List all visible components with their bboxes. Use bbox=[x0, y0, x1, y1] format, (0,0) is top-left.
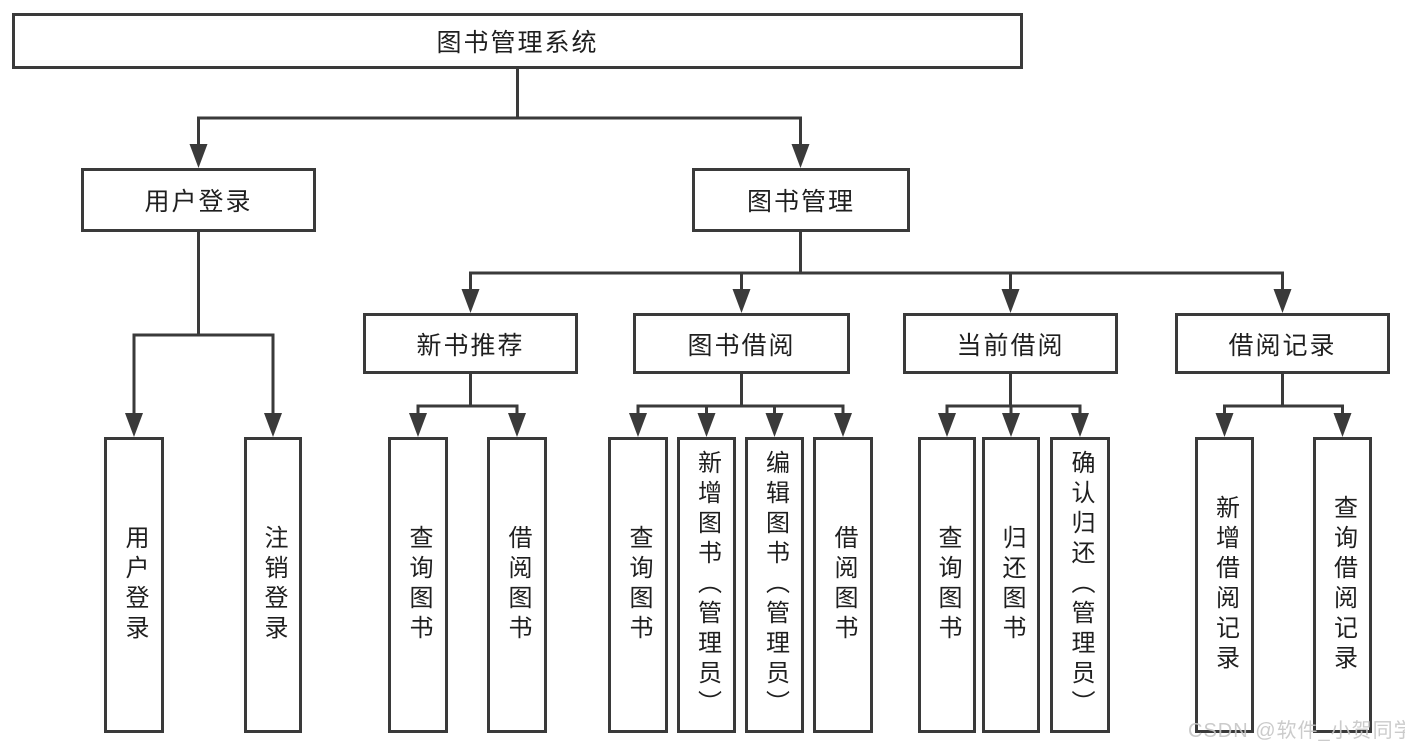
leaf-borrow-books-recommend-label: 借阅图书 bbox=[504, 525, 531, 645]
leaf-add-borrow-record: 新增借阅记录 bbox=[1195, 437, 1254, 733]
leaf-return-books: 归还图书 bbox=[982, 437, 1040, 733]
node-current-borrow-label: 当前借阅 bbox=[956, 331, 1065, 360]
node-new-book-recommend: 新书推荐 bbox=[363, 313, 578, 374]
leaf-logout-label: 注销登录 bbox=[260, 525, 287, 645]
leaf-query-books-recommend: 查询图书 bbox=[388, 437, 448, 733]
leaf-borrow-books-label: 借阅图书 bbox=[830, 525, 857, 645]
leaf-user-login: 用户登录 bbox=[104, 437, 164, 733]
node-borrow-records: 借阅记录 bbox=[1175, 313, 1390, 374]
leaf-confirm-return-admin-label: 确认归还（管理员） bbox=[1067, 450, 1094, 720]
leaf-edit-books-admin: 编辑图书（管理员） bbox=[745, 437, 804, 733]
leaf-query-books-recommend-label: 查询图书 bbox=[405, 525, 432, 645]
node-book-borrow-label: 图书借阅 bbox=[687, 331, 796, 360]
node-library-system: 图书管理系统 bbox=[12, 13, 1023, 69]
leaf-query-borrow-record-label: 查询借阅记录 bbox=[1329, 495, 1357, 675]
leaf-add-borrow-record-label: 新增借阅记录 bbox=[1211, 495, 1239, 675]
leaf-return-books-label: 归还图书 bbox=[998, 525, 1025, 645]
node-library-system-label: 图书管理系统 bbox=[436, 29, 599, 57]
leaf-logout: 注销登录 bbox=[244, 437, 302, 733]
node-book-management: 图书管理 bbox=[692, 168, 910, 232]
leaf-add-books-admin: 新增图书（管理员） bbox=[677, 437, 736, 733]
node-book-borrow: 图书借阅 bbox=[633, 313, 850, 374]
node-current-borrow: 当前借阅 bbox=[903, 313, 1118, 374]
node-user-login-label: 用户登录 bbox=[144, 188, 253, 216]
leaf-query-books-borrow-label: 查询图书 bbox=[625, 525, 652, 645]
leaf-add-books-admin-label: 新增图书（管理员） bbox=[693, 450, 721, 720]
leaf-confirm-return-admin: 确认归还（管理员） bbox=[1050, 437, 1110, 733]
csdn-watermark: CSDN @软件_小贺同学 bbox=[1188, 720, 1405, 742]
node-new-book-recommend-label: 新书推荐 bbox=[416, 331, 525, 360]
leaf-edit-books-admin-label: 编辑图书（管理员） bbox=[761, 450, 789, 720]
leaf-query-books-current: 查询图书 bbox=[918, 437, 976, 733]
node-user-login: 用户登录 bbox=[81, 168, 316, 232]
node-borrow-records-label: 借阅记录 bbox=[1228, 331, 1337, 360]
leaf-query-books-current-label: 查询图书 bbox=[934, 525, 961, 645]
leaf-borrow-books-recommend: 借阅图书 bbox=[487, 437, 547, 733]
leaf-user-login-label: 用户登录 bbox=[121, 525, 148, 645]
node-book-management-label: 图书管理 bbox=[746, 188, 855, 216]
leaf-borrow-books: 借阅图书 bbox=[813, 437, 873, 733]
leaf-query-borrow-record: 查询借阅记录 bbox=[1313, 437, 1372, 733]
leaf-query-books-borrow: 查询图书 bbox=[608, 437, 668, 733]
